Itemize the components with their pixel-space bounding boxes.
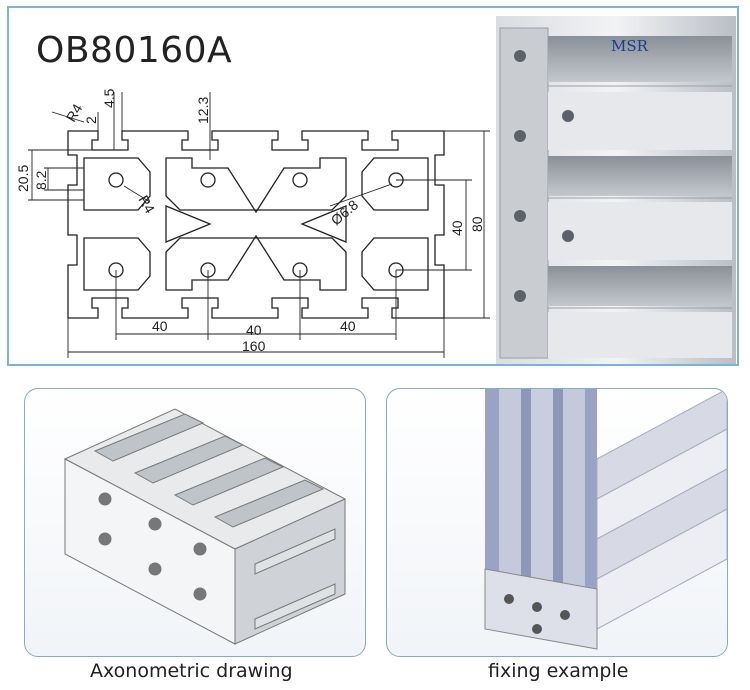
dim-r4-slot: R4 [135, 193, 158, 217]
dim-2: 2 [83, 116, 99, 124]
fixing-example-card [386, 388, 728, 657]
fixing-example-drawing [484, 389, 727, 650]
dim-8-2: 8.2 [33, 170, 49, 190]
profile-outline [67, 130, 445, 319]
brand-logo: MSR [611, 37, 648, 55]
dim-40-b: 40 [246, 322, 262, 338]
dimension-lines [28, 92, 490, 358]
product-photo [496, 16, 736, 364]
dim-40-c: 40 [340, 318, 356, 334]
dim-80: 80 [469, 216, 485, 232]
axonometric-caption: Axonometric drawing [90, 660, 293, 682]
axonometric-drawing [63, 408, 347, 645]
dim-4-5: 4.5 [101, 88, 117, 108]
fixing-caption: fixing example [488, 660, 629, 682]
dim-160: 160 [242, 338, 266, 354]
dim-40-a: 40 [152, 318, 168, 334]
dim-20-5: 20.5 [15, 165, 31, 192]
cross-section-drawing: R4 2 4.5 12.3 20.5 8.2 R4 Ø6.8 40 80 40 … [15, 88, 490, 358]
axonometric-card [24, 388, 366, 657]
dim-12-3: 12.3 [195, 97, 211, 124]
dim-hole-diameter: Ø6.8 [328, 196, 362, 228]
dim-r4-top: R4 [63, 101, 86, 125]
product-code-title: OB80160A [36, 30, 233, 71]
dim-40-vertical: 40 [449, 220, 465, 236]
